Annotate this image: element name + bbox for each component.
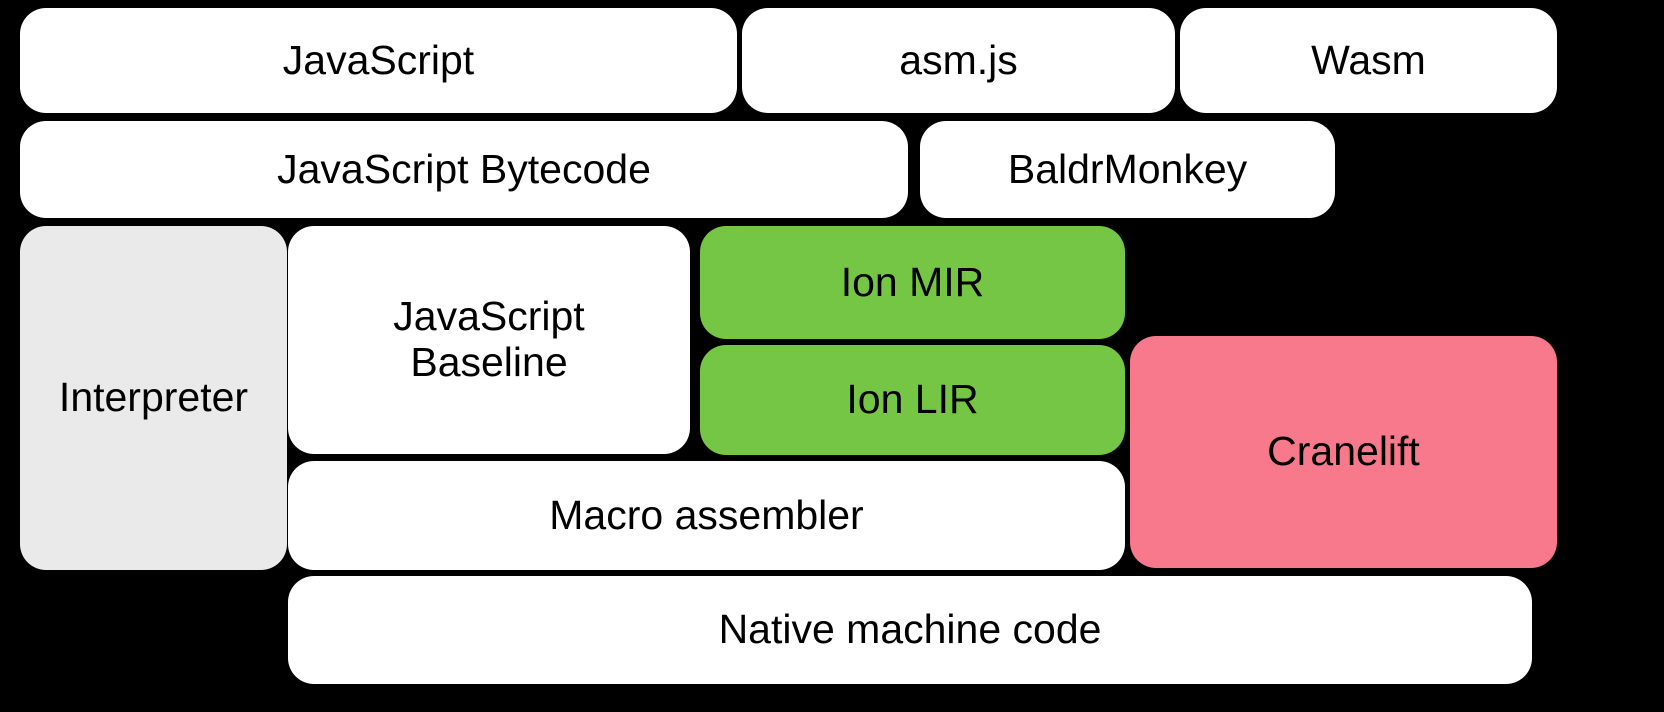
node-javascript: JavaScript [20,8,737,113]
node-wasm: Wasm [1180,8,1557,113]
node-cranelift: Cranelift [1130,336,1557,568]
node-asm-js: asm.js [742,8,1175,113]
node-macro-assembler: Macro assembler [288,461,1125,570]
node-native-machine-code: Native machine code [288,576,1532,684]
node-baldrmonkey: BaldrMonkey [920,121,1335,218]
node-javascript-bytecode: JavaScript Bytecode [20,121,908,218]
node-ion-mir: Ion MIR [700,226,1125,339]
node-interpreter: Interpreter [20,226,287,570]
node-ion-lir: Ion LIR [700,345,1125,455]
node-javascript-baseline: JavaScript Baseline [288,226,690,454]
